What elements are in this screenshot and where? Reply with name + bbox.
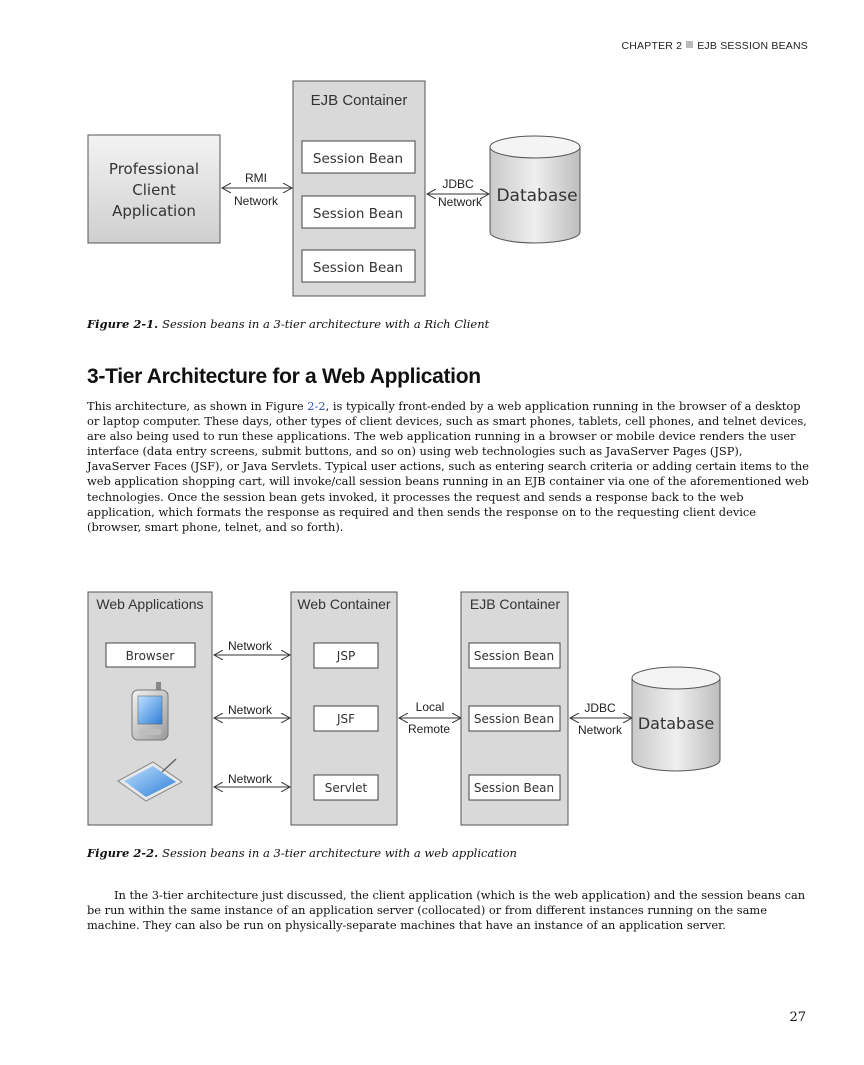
session-bean-2-box-2 — [468, 705, 561, 732]
session-bean-label-2: Session Bean — [313, 206, 403, 222]
figure-2-2-caption-text: Session beans in a 3-tier architecture w… — [162, 846, 517, 860]
figure-2-2-diagram: Web Applications Browser Network Network… — [87, 591, 721, 826]
section-title: 3-Tier Architecture for a Web Applicatio… — [87, 365, 481, 388]
figure-2-1-caption: Figure 2-1.Session beans in a 3-tier arc… — [87, 317, 489, 331]
section-paragraph: This architecture, as shown in Figure 2-… — [87, 399, 809, 535]
browser-box — [105, 642, 196, 668]
web-container-title: Web Container — [297, 596, 390, 612]
figure-2-1-caption-label: Figure 2-1. — [87, 317, 159, 331]
remote-label: Remote — [408, 722, 450, 736]
database-label: Database — [496, 186, 577, 206]
figure-2-2: Web Applications Browser Network Network… — [0, 580, 864, 835]
figure-2-2-caption: Figure 2-2.Session beans in a 3-tier arc… — [87, 846, 517, 860]
client-label-line1: Professional — [109, 160, 199, 178]
network-label-1: Network — [228, 639, 273, 653]
closing-paragraph: In the 3-tier architecture just discusse… — [87, 888, 806, 933]
figure-2-1: Professional Client Application RMI Netw… — [0, 0, 864, 310]
figure-2-1-caption-text: Session beans in a 3-tier architecture w… — [162, 317, 490, 331]
page-number: 27 — [789, 1010, 806, 1025]
browser-label: Browser — [126, 649, 175, 663]
session-bean-2-box-3 — [468, 774, 561, 801]
running-head: CHAPTER 2 EJB SESSION BEANS — [621, 40, 808, 52]
jsf-box — [313, 705, 379, 732]
jsp-box — [313, 642, 379, 669]
paragraph-text-start: This architecture, as shown in Figure — [87, 399, 308, 413]
network-label-2: Network — [228, 703, 273, 717]
jdbc-label: JDBC — [442, 177, 474, 191]
jsp-label: JSP — [336, 649, 355, 663]
rmi-label: RMI — [245, 171, 267, 185]
network-label-3: Network — [228, 772, 273, 786]
chapter-number: CHAPTER 2 — [621, 40, 683, 52]
paragraph-text-rest: , is typically front-ended by a web appl… — [87, 399, 809, 534]
client-application-box — [87, 134, 221, 244]
session-bean-box-3 — [301, 249, 416, 283]
smartphone-icon — [131, 682, 169, 741]
session-bean-box-2 — [301, 195, 416, 229]
session-bean-2-label-3: Session Bean — [474, 781, 554, 795]
servlet-box — [313, 774, 379, 801]
servlet-label: Servlet — [325, 781, 368, 795]
jsf-label: JSF — [336, 712, 355, 726]
session-bean-box-1 — [301, 140, 416, 174]
session-bean-label-3: Session Bean — [313, 260, 403, 276]
database-cylinder-icon — [489, 135, 581, 244]
database-cylinder-2-icon — [631, 666, 721, 772]
client-label-line3: Application — [112, 202, 196, 220]
database-2-label: Database — [638, 714, 714, 733]
tablet-icon — [117, 758, 183, 802]
session-bean-label-1: Session Bean — [313, 151, 403, 167]
local-label: Local — [416, 700, 445, 714]
jdbc-network-label: Network — [438, 195, 483, 209]
separator-square-icon — [686, 41, 694, 48]
rmi-network-label: Network — [234, 194, 279, 208]
session-bean-2-label-1: Session Bean — [474, 649, 554, 663]
figure-2-2-caption-label: Figure 2-2. — [87, 846, 159, 860]
ejb-container-2-title: EJB Container — [470, 596, 561, 612]
client-label-line2: Client — [132, 181, 176, 199]
figure-2-1-diagram: Professional Client Application RMI Netw… — [87, 80, 581, 297]
jdbc-label-2: JDBC — [584, 701, 616, 715]
chapter-title: EJB SESSION BEANS — [697, 40, 808, 52]
web-applications-title: Web Applications — [96, 596, 203, 612]
session-bean-2-label-2: Session Bean — [474, 712, 554, 726]
session-bean-2-box-1 — [468, 642, 561, 669]
jdbc-network-label-2: Network — [578, 723, 623, 737]
ejb-container-title: EJB Container — [311, 92, 408, 109]
figure-2-2-link[interactable]: 2-2 — [307, 399, 326, 413]
